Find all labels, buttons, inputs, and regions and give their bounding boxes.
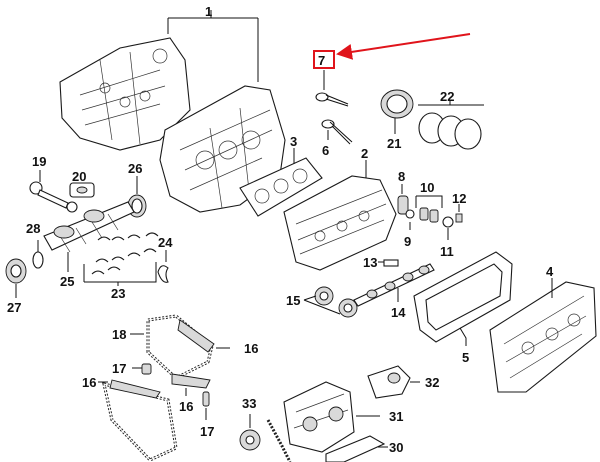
label-part-16-left: 16 bbox=[82, 375, 96, 390]
label-part-1: 1 bbox=[205, 4, 212, 19]
timing-chain-upper bbox=[146, 314, 215, 380]
label-part-23: 23 bbox=[111, 286, 125, 301]
label-part-28: 28 bbox=[26, 221, 40, 236]
label-part-22: 22 bbox=[440, 89, 454, 104]
valve-lifter bbox=[397, 195, 409, 215]
valve-spring-seat bbox=[405, 209, 415, 219]
chain-tensioner-upper bbox=[141, 363, 152, 375]
label-part-30: 30 bbox=[389, 440, 403, 455]
label-part-10: 10 bbox=[420, 180, 434, 195]
highlight-arrow bbox=[336, 33, 471, 60]
chain-tensioner-lower bbox=[202, 391, 210, 407]
label-part-31: 31 bbox=[389, 409, 403, 424]
hydraulic-tensioner bbox=[419, 207, 439, 223]
camshaft-adjuster bbox=[380, 89, 414, 119]
oil-pan-gasket bbox=[325, 435, 386, 462]
label-part-16-mid: 16 bbox=[179, 399, 193, 414]
rod-bearing bbox=[69, 182, 95, 198]
label-part-26: 26 bbox=[128, 161, 142, 176]
highlight-box bbox=[313, 50, 335, 69]
mounting-bolt bbox=[455, 213, 463, 223]
label-part-32: 32 bbox=[425, 375, 439, 390]
label-part-17-bottom: 17 bbox=[200, 424, 214, 439]
label-part-4: 4 bbox=[546, 264, 554, 279]
label-part-17-top: 17 bbox=[112, 361, 126, 376]
crank-pulley bbox=[5, 258, 27, 284]
label-part-7: 7 bbox=[318, 53, 325, 68]
timing-chain-lower bbox=[102, 379, 178, 462]
thermostat-housing bbox=[367, 365, 411, 399]
valve-cover bbox=[489, 281, 597, 393]
thrust-bearing bbox=[157, 265, 169, 283]
connecting-rod bbox=[29, 181, 78, 213]
label-part-9: 9 bbox=[404, 234, 411, 249]
main-bearing-shells bbox=[91, 232, 159, 275]
label-part-19: 19 bbox=[32, 154, 46, 169]
camshaft bbox=[353, 263, 435, 307]
label-part-27: 27 bbox=[7, 300, 21, 315]
crankshaft bbox=[43, 201, 135, 253]
cylinder-head bbox=[283, 175, 397, 271]
camshaft-sprocket-bolt bbox=[383, 259, 399, 267]
exhaust-valve bbox=[321, 119, 353, 145]
label-part-24: 24 bbox=[158, 235, 173, 250]
label-part-18: 18 bbox=[112, 327, 126, 342]
label-part-21: 21 bbox=[387, 136, 401, 151]
label-part-3: 3 bbox=[290, 134, 297, 149]
head-gasket bbox=[239, 157, 323, 217]
label-part-2: 2 bbox=[361, 146, 368, 161]
camshaft-sprocket bbox=[314, 286, 358, 318]
chain-guide bbox=[171, 373, 211, 389]
label-part-33: 33 bbox=[242, 396, 256, 411]
valve-cover-gasket bbox=[413, 251, 513, 343]
oil-pump-assembly bbox=[266, 381, 355, 462]
label-part-6: 6 bbox=[322, 143, 329, 158]
label-part-20: 20 bbox=[72, 169, 86, 184]
intake-valve bbox=[315, 92, 349, 107]
label-part-5: 5 bbox=[462, 350, 469, 365]
label-part-25: 25 bbox=[60, 274, 74, 289]
label-part-11: 11 bbox=[440, 244, 454, 259]
thrust-washer bbox=[32, 251, 44, 269]
engine-block-right-view bbox=[159, 85, 286, 213]
crank-sprocket bbox=[239, 429, 261, 451]
label-part-13: 13 bbox=[363, 255, 377, 270]
label-part-15: 15 bbox=[286, 293, 300, 308]
label-part-14: 14 bbox=[391, 305, 406, 320]
piston-rings bbox=[418, 112, 482, 150]
label-part-12: 12 bbox=[452, 191, 466, 206]
label-part-8: 8 bbox=[398, 169, 405, 184]
label-part-16-top: 16 bbox=[244, 341, 258, 356]
oil-valve bbox=[442, 216, 454, 228]
